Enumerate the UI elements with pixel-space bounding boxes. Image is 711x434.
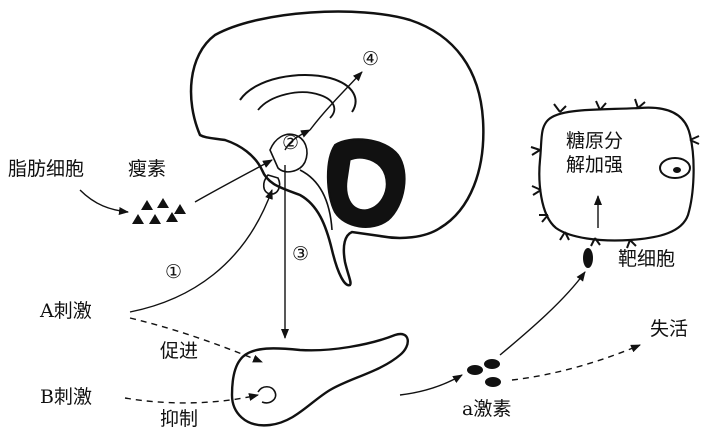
label-promote: 促进 xyxy=(160,342,198,361)
cerebellum-inner xyxy=(347,158,387,210)
label-stimulus-b: B刺激 xyxy=(40,388,92,407)
marker-3: ③ xyxy=(292,245,309,264)
pancreas-islet xyxy=(258,387,276,403)
label-hormone-a: a激素 xyxy=(462,400,511,419)
arrow-leptin-to-brain xyxy=(195,160,272,202)
arrow-b-inhibit xyxy=(125,395,258,403)
label-adipocyte: 脂肪细胞 xyxy=(8,160,84,179)
hormone-a-molecules xyxy=(467,359,501,387)
arrow-adipocyte-to-leptin xyxy=(80,190,128,212)
arrow-hormone-to-inactivate xyxy=(512,345,640,380)
marker-4: ④ xyxy=(362,50,379,69)
label-glycogenolysis-line2: 解加强 xyxy=(566,156,623,175)
label-inhibit: 抑制 xyxy=(160,410,198,429)
label-glycogenolysis-line1: 糖原分 xyxy=(566,132,623,151)
label-target-cell: 靶细胞 xyxy=(618,250,675,269)
marker-1: ① xyxy=(165,263,182,282)
pancreas-outline xyxy=(232,334,408,425)
arrow-pancreas-to-hormone xyxy=(400,375,462,395)
label-inactivate: 失活 xyxy=(650,320,688,339)
brain-inner-arc xyxy=(240,75,356,112)
marker-2: ② xyxy=(282,134,299,153)
label-stimulus-a: A刺激 xyxy=(40,302,92,321)
label-leptin: 瘦素 xyxy=(128,160,166,179)
bound-hormone xyxy=(583,248,593,268)
arrow-hormone-to-target xyxy=(500,272,585,355)
leptin-molecules xyxy=(132,198,186,224)
target-cell-nucleolus xyxy=(673,167,681,173)
